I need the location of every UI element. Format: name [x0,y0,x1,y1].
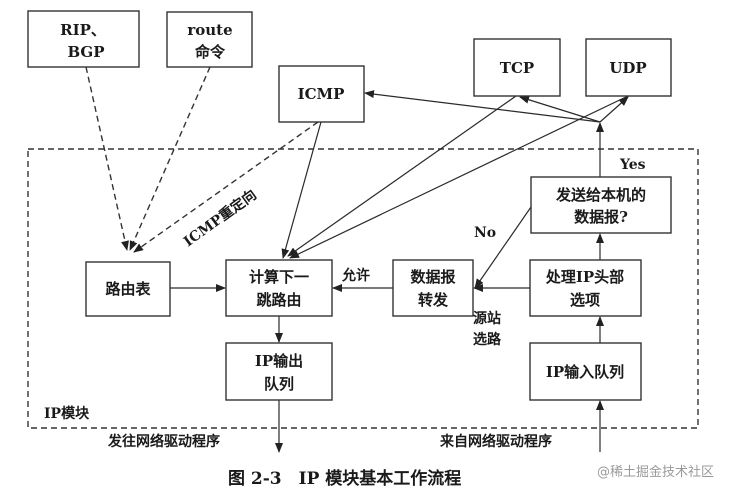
rip-bgp-line2: BGP [67,43,104,61]
to-udp-arrow [599,96,629,123]
yes-label: Yes [619,157,646,173]
output-queue-line2: 队列 [264,375,294,393]
icmp-redirect-label: ICMP重定向 [180,186,259,250]
route-command-box: route 命令 [166,11,253,68]
no-arrow [474,206,532,289]
icmp-label: ICMP [298,85,345,103]
local-check-line1: 发送给本机的 [555,186,646,204]
local-check-line2: 数据报? [574,208,628,226]
source-route-line2: 选路 [473,331,502,348]
connectors [85,66,629,453]
ip-module-boundary [27,148,699,429]
routing-table-label: 路由表 [105,280,151,298]
udp-label: UDP [609,59,646,77]
local-check-box: 发送给本机的 数据报? [530,176,672,234]
to-driver-label: 发往网络驱动程序 [107,433,220,450]
figure-caption: 图 2-3 IP 模块基本工作流程 [228,468,461,489]
routing-table-box: 路由表 [85,261,171,317]
rip-to-routing-table-arrow [85,66,129,251]
route-line1: route [187,21,232,39]
output-queue-box: IP输出 队列 [225,342,333,401]
forward-box: 数据报 转发 [392,259,474,317]
udp-to-next-hop-arrow [289,95,629,259]
ip-options-line2: 选项 [570,291,600,309]
allow-label: 允许 [341,267,370,284]
from-driver-label: 来自网络驱动程序 [439,433,552,450]
forward-line1: 数据报 [410,268,455,286]
forward-line2: 转发 [418,291,449,309]
tcp-label: TCP [500,59,534,77]
watermark: @稀土掘金技术社区 [597,464,714,480]
output-queue-line1: IP输出 [255,352,303,370]
route-line2: 命令 [194,43,226,61]
input-queue-box: IP输入队列 [529,342,642,401]
icmp-redirect-arrow [133,121,319,253]
ip-module-label: IP模块 [44,405,90,422]
next-hop-line1: 计算下一 [249,268,309,286]
rip-bgp-box: RIP、 BGP [27,10,140,68]
source-route-line1: 源站 [473,310,501,327]
ip-options-box: 处理IP头部 选项 [529,259,642,317]
rip-bgp-line1: RIP、 [60,21,106,39]
input-queue-label: IP输入队列 [546,363,624,381]
tcp-box: TCP [473,38,561,97]
next-hop-line2: 跳路由 [256,291,301,309]
to-tcp-arrow [519,95,601,123]
to-icmp-arrow [364,90,601,123]
udp-box: UDP [585,38,672,97]
next-hop-box: 计算下一 跳路由 [225,259,333,317]
tcp-to-next-hop-arrow [287,95,517,257]
icmp-to-next-hop-arrow [281,121,322,259]
icmp-box: ICMP [278,65,365,123]
route-to-routing-table-arrow [129,66,211,251]
ip-options-line1: 处理IP头部 [545,268,624,286]
no-label: No [474,225,496,241]
